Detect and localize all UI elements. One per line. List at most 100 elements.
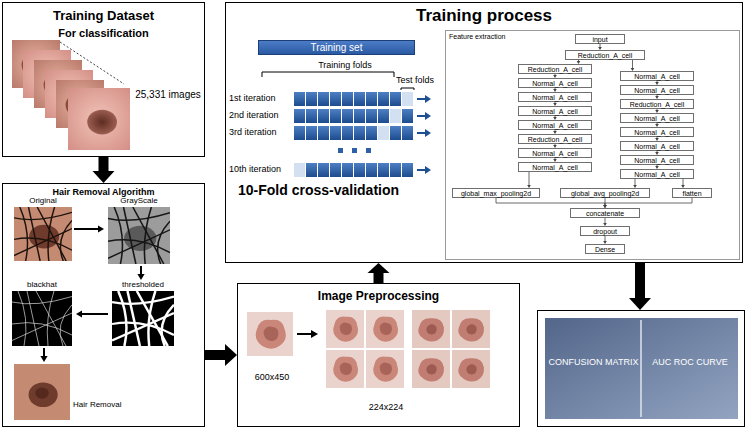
node-text: Normal_A_cell [634, 143, 680, 150]
node-text: Reduction_A_cell [528, 136, 582, 143]
cell-layer: Normal_A_cell [620, 71, 694, 81]
label-text: Training folds [300, 60, 390, 70]
node-text: For classification [3, 27, 204, 40]
arrow-head [225, 344, 237, 366]
ellipsis-dot [366, 148, 371, 153]
connector-line [632, 60, 633, 69]
node-text: Training set [311, 43, 363, 53]
crop-image [452, 310, 490, 348]
test-fold [378, 126, 389, 140]
text-slot: AUC ROC CURVE [642, 357, 738, 367]
crop-image [366, 350, 404, 388]
connector-line [80, 313, 108, 315]
node-text: Hair Removal [73, 400, 143, 409]
hair-panel: Hair Removal AlgorithmOriginal GrayScale t… [2, 183, 205, 427]
connector-line [529, 172, 530, 186]
flow-connector [633, 179, 637, 188]
hair-original-image [14, 207, 72, 261]
text-slot: blackhat [8, 280, 76, 289]
ellipsis-dot [352, 148, 357, 153]
node-text: Normal_A_cell [532, 164, 578, 171]
connector-line [605, 198, 692, 206]
cell-layer: Normal_A_cell [620, 141, 694, 151]
cell-layer: Normal_A_cell [620, 169, 694, 179]
blackhat-image [12, 291, 72, 346]
node-text: Image Preprocessing [238, 290, 519, 304]
node-text: Normal_A_cell [634, 87, 680, 94]
node-text: Reduction_A_cell [528, 66, 582, 73]
text-slot: Training Dataset [3, 9, 204, 24]
label-slot: 1st iteration [229, 93, 293, 103]
arrow-shaft [374, 273, 384, 283]
label-slot: 10-Fold cross-validation [238, 182, 443, 198]
fold-row [294, 109, 414, 123]
row-arrow [417, 99, 426, 170]
label-slot: Training folds [300, 60, 390, 70]
node-text: Training Dataset [3, 9, 204, 24]
cell-layer: Normal_A_cell [518, 120, 592, 130]
flow-connector [496, 198, 607, 208]
cell-layer: Normal_A_cell [620, 113, 694, 123]
label-slot: Test folds [396, 75, 442, 85]
training-set-bar: Training set [258, 40, 415, 55]
node-text: flatten [682, 190, 701, 197]
step-image-box: Original [12, 196, 74, 262]
flow-connector [603, 218, 607, 226]
leader-line [60, 42, 124, 84]
arrow-head [368, 263, 390, 273]
arrow-shaft [635, 263, 645, 298]
test-fold [294, 163, 305, 177]
node-text: Normal_A_cell [532, 108, 578, 115]
step-image-box: GrayScale [104, 196, 174, 266]
crop-image [452, 350, 490, 388]
node-text: CONFUSION MATRIX [546, 357, 641, 367]
bracket [262, 72, 394, 77]
cell-layer: Normal_A_cell [620, 85, 694, 95]
cell-layer: Normal_A_cell [518, 162, 592, 172]
node-text: Hair Removal Algorithm [3, 187, 204, 197]
label-text: 10-Fold cross-validation [238, 182, 443, 198]
label-text: 2nd iteration [229, 110, 293, 120]
node-text: blackhat [8, 280, 76, 289]
node-text: Reduction_A_cell [578, 52, 632, 59]
cell-layer: Reduction_A_cell [620, 99, 694, 109]
node-text: GrayScale [104, 196, 174, 205]
flow-connector [76, 310, 108, 317]
text-slot: thresholded [108, 280, 178, 289]
node-text: 224x224 [326, 402, 446, 412]
arrow-head [629, 298, 651, 310]
text-slot: 600x450 [240, 372, 304, 382]
flow-connector [40, 348, 47, 362]
text-slot: Training process [226, 6, 742, 26]
crop-image [412, 310, 450, 348]
node-text: Feature extraction [449, 33, 569, 41]
connector-line [74, 228, 100, 230]
label-slot: 2nd iteration [229, 110, 293, 120]
label-text: 3rd iteration [229, 127, 293, 137]
node-text: global_max_pooling2d [461, 190, 531, 197]
small-arrow-head [311, 330, 318, 338]
node-text: 25,331 images [131, 89, 205, 101]
step-image-box: Hair Removal [12, 362, 144, 422]
node-text: Normal_A_cell [634, 157, 680, 164]
cell-layer: Normal_A_cell [518, 78, 592, 88]
node-text: Normal_A_cell [532, 122, 578, 129]
node-text: dropout [593, 228, 617, 235]
network-panel: Feature extractioninputReduction_A_cellR… [445, 30, 740, 260]
flow-connector [603, 198, 692, 208]
step-image-box: blackhat [8, 280, 76, 348]
cell-layer: Normal_A_cell [518, 148, 592, 158]
preprocess-panel: Image Preprocessing 600x450 224x224 [237, 283, 520, 427]
cell-layer: Normal_A_cell [620, 155, 694, 165]
node-text: Training process [226, 6, 742, 26]
dataset-image [68, 88, 130, 150]
pooling-layer: global_avg_pooling2d [560, 188, 650, 198]
arrow-shaft [99, 157, 109, 171]
node-text: Reduction_A_cell [630, 101, 684, 108]
label-slot: 3rd iteration [229, 127, 293, 137]
fold-row [294, 163, 414, 177]
fold-row [294, 92, 414, 106]
dataset-panel: Training DatasetFor classification 25,331… [2, 2, 205, 157]
node-text: input [592, 36, 607, 43]
